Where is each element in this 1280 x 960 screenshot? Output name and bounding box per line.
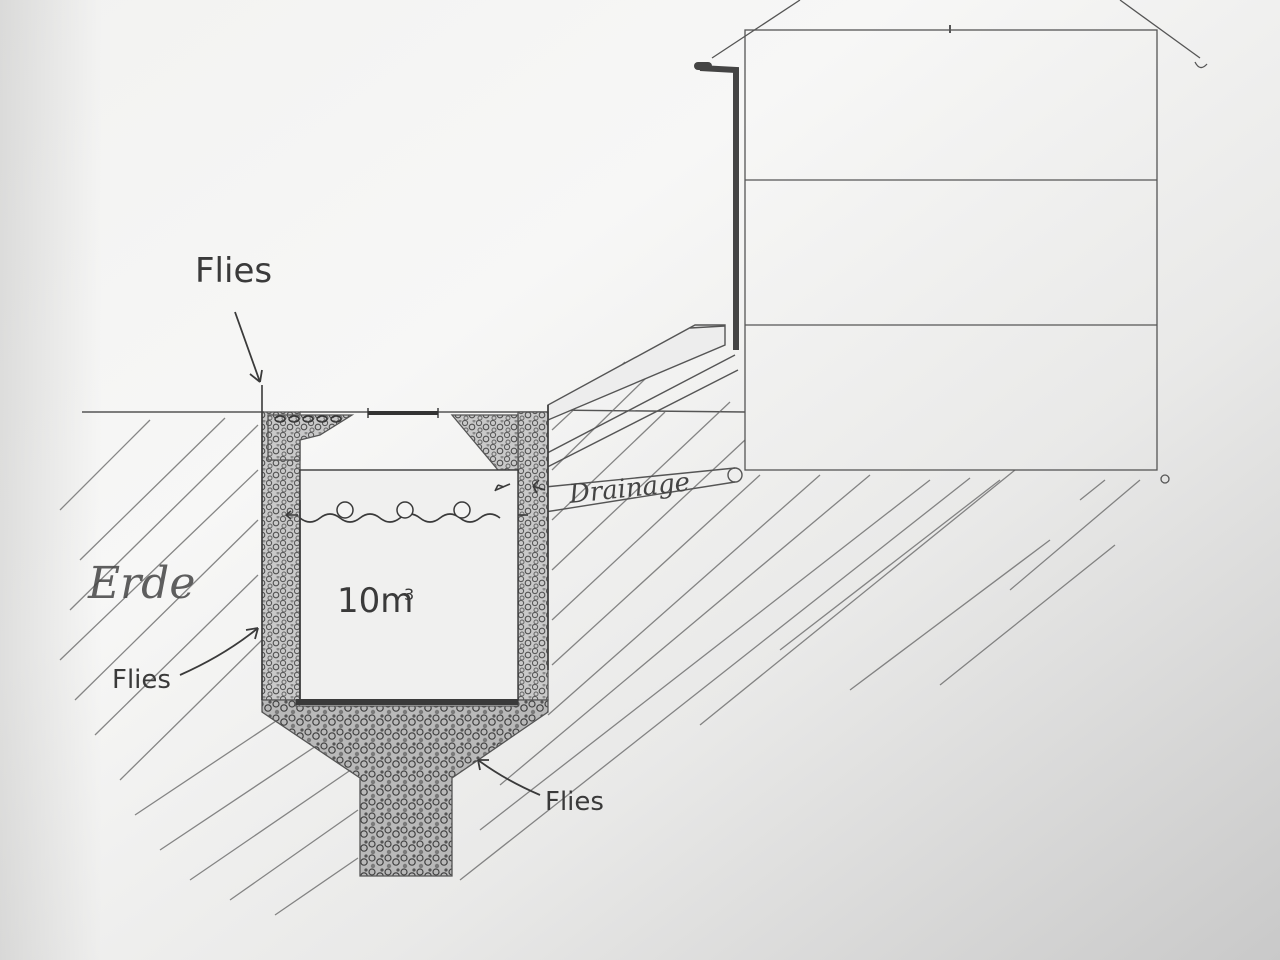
soil-label: Erde: [87, 558, 195, 609]
fleece-label-left: Flies: [112, 665, 171, 695]
downpipe: [694, 62, 739, 350]
drainage-pipe: [544, 467, 743, 513]
tank-volume-label: 10m: [337, 581, 413, 621]
manhole-lid: [367, 408, 439, 418]
gravel-fill: [261, 411, 549, 877]
house: [711, 0, 1208, 484]
water-tank: [261, 385, 549, 705]
soil-hatching-left: [59, 417, 359, 916]
fleece-label-bottom: Flies: [545, 787, 604, 817]
tank-volume-superscript: 3: [404, 585, 414, 604]
drainage-arrow: [532, 479, 546, 494]
fleece-label-top: Flies: [195, 251, 272, 291]
gravel-stones: [274, 415, 342, 423]
label-arrows: [179, 311, 541, 796]
